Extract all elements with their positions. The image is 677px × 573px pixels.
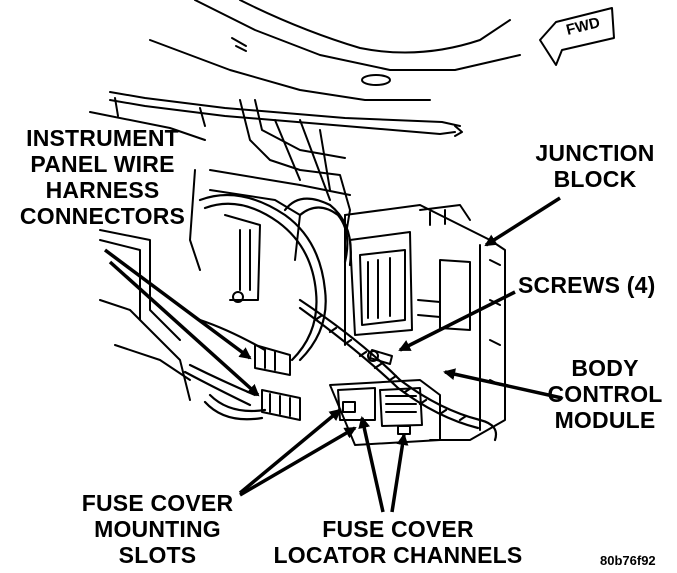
label-line: LOCATOR CHANNELS (273, 542, 523, 568)
label-line: BODY (571, 355, 639, 381)
dashboard-outline (89, 0, 521, 141)
label-line: MOUNTING (94, 516, 221, 542)
label-line: INSTRUMENT (26, 125, 179, 151)
label-junction-block: JUNCTION BLOCK (520, 140, 670, 192)
leader-locator-channel-2 (390, 433, 409, 513)
label-fuse-cover-mounting-slots: FUSE COVER MOUNTING SLOTS (75, 490, 240, 568)
leader-junction-block (484, 196, 561, 247)
left-trim (99, 229, 191, 401)
leader-locator-channel-1 (358, 416, 385, 513)
wire-harness (183, 193, 498, 442)
leader-connector-upper (103, 248, 252, 360)
dash-bracket (189, 99, 351, 303)
figure-id: 80b76f92 (600, 553, 656, 568)
label-line: SLOTS (118, 542, 197, 568)
label-instrument-panel-wire-harness-connectors: INSTRUMENT PANEL WIRE HARNESS CONNECTORS (10, 125, 195, 229)
label-line: BLOCK (553, 166, 637, 192)
fuse-panel (329, 379, 441, 446)
label-line: FUSE COVER (81, 490, 234, 516)
harness-connectors (254, 344, 301, 421)
screw-detail (367, 349, 393, 365)
label-line: PANEL WIRE (30, 151, 175, 177)
label-body-control-module: BODY CONTROL MODULE (540, 355, 670, 433)
leader-mounting-slot-2 (239, 426, 357, 497)
label-line: SCREWS (4) (518, 272, 656, 298)
label-line: JUNCTION (535, 140, 655, 166)
fwd-badge-shape (539, 7, 615, 66)
label-screws: SCREWS (4) (518, 272, 655, 298)
label-line: CONNECTORS (19, 203, 186, 229)
label-line: CONTROL (547, 381, 663, 407)
label-fuse-cover-locator-channels: FUSE COVER LOCATOR CHANNELS (268, 516, 528, 568)
label-line: HARNESS (45, 177, 160, 203)
leader-screws (398, 290, 516, 352)
label-line: FUSE COVER (322, 516, 474, 542)
leader-connector-lower (108, 260, 260, 397)
label-line: MODULE (554, 407, 656, 433)
leader-body-control-module (443, 368, 563, 400)
leader-mounting-slot-1 (238, 408, 342, 495)
